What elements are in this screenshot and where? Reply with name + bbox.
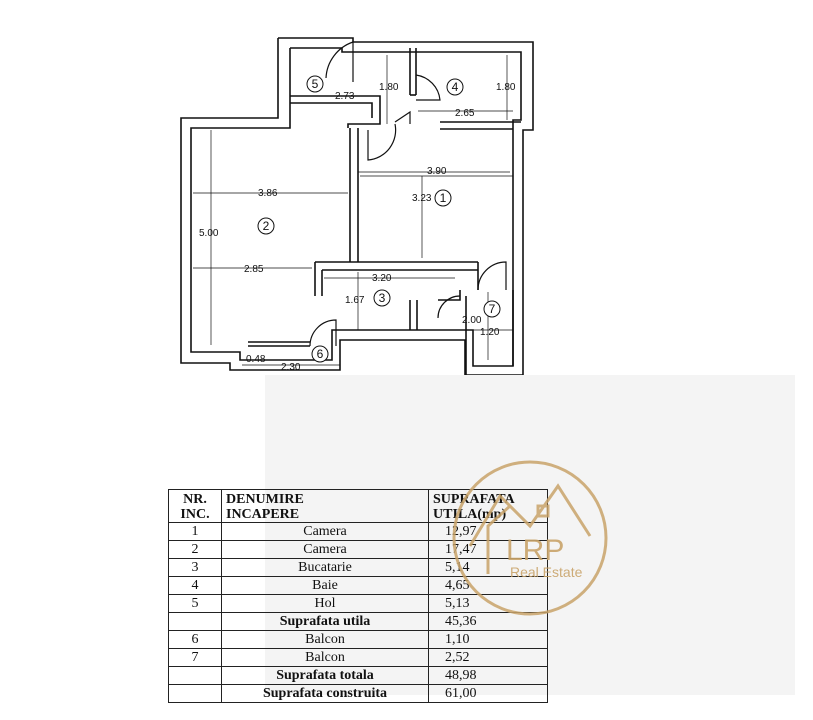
dim-5-00: 5.00 [199,228,219,239]
hall-wall-inner [290,102,373,118]
row-nr: 1 [168,522,222,541]
row-nr: 3 [168,558,222,577]
row-name: Balcon [221,630,429,649]
dim-1-80b: 1.80 [496,82,516,93]
row-name: Balcon [221,648,429,667]
door-room1b [394,110,411,124]
dim-1-20: 1.20 [480,327,500,338]
dim-2-73: 2.73 [335,91,355,102]
door-balcony7 [477,261,507,291]
dim-1-80a: 1.80 [379,82,399,93]
dim-3-23: 3.23 [412,193,432,204]
row-name: Suprafata totala [221,666,429,685]
row-nr [168,684,222,703]
table-header-row: NR. INC. DENUMIRE INCAPERE SUPRAFATA UTI… [168,489,548,523]
logo-house [486,504,512,574]
lrp-logo: LRP Real Estate [452,460,608,616]
logo-window [536,504,550,518]
logo-ring [452,460,608,616]
row-nr: 5 [168,594,222,613]
room-number-2: 2 [263,219,270,233]
row-name: Bucatarie [221,558,429,577]
row-area: 2,52 [428,648,548,667]
row-nr [168,666,222,685]
room-number-5: 5 [312,77,319,91]
row-name: Camera [221,540,429,559]
door-bath [415,74,441,101]
header-name: DENUMIRE INCAPERE [221,489,429,523]
floor-plan: 2.73 1.80 1.80 2.65 3.86 3.90 3.23 5.00 … [180,37,534,376]
dim-2-00: 2.00 [462,315,482,326]
outer-wall [180,37,534,376]
row-nr: 6 [168,630,222,649]
dim-0-48: 0.48 [246,354,266,365]
row-name: Suprafata utila [221,612,429,631]
dim-2-65: 2.65 [455,108,475,119]
row-nr: 2 [168,540,222,559]
logo-initials: LRP [506,534,564,567]
row-area: 1,10 [428,630,548,649]
room-number-7: 7 [489,302,496,316]
room-number-3: 3 [379,291,386,305]
door-entrance [325,41,354,82]
row-name: Hol [221,594,429,613]
row-name: Baie [221,576,429,595]
dim-2-30: 2.30 [281,362,301,373]
dim-2-85: 2.85 [244,264,264,275]
room-number-1: 1 [440,191,447,205]
dim-3-90: 3.90 [427,166,447,177]
logo-subtitle: Real Estate [510,564,583,580]
row-nr: 4 [168,576,222,595]
row-name: Suprafata construita [221,684,429,703]
row-nr [168,612,222,631]
dim-3-86: 3.86 [258,188,278,199]
row-nr: 7 [168,648,222,667]
room-number-4: 4 [452,80,459,94]
dim-1-67: 1.67 [345,295,365,306]
header-nr: NR. INC. [168,489,222,523]
logo-roof [468,483,592,547]
door-balcony6 [309,319,337,347]
row-area: 48,98 [428,666,548,685]
dim-3-20: 3.20 [372,273,392,284]
row-name: Camera [221,522,429,541]
door-room1 [367,123,397,161]
room-number-6: 6 [317,347,324,361]
door-kitchen [437,295,461,319]
row-area: 61,00 [428,684,548,703]
